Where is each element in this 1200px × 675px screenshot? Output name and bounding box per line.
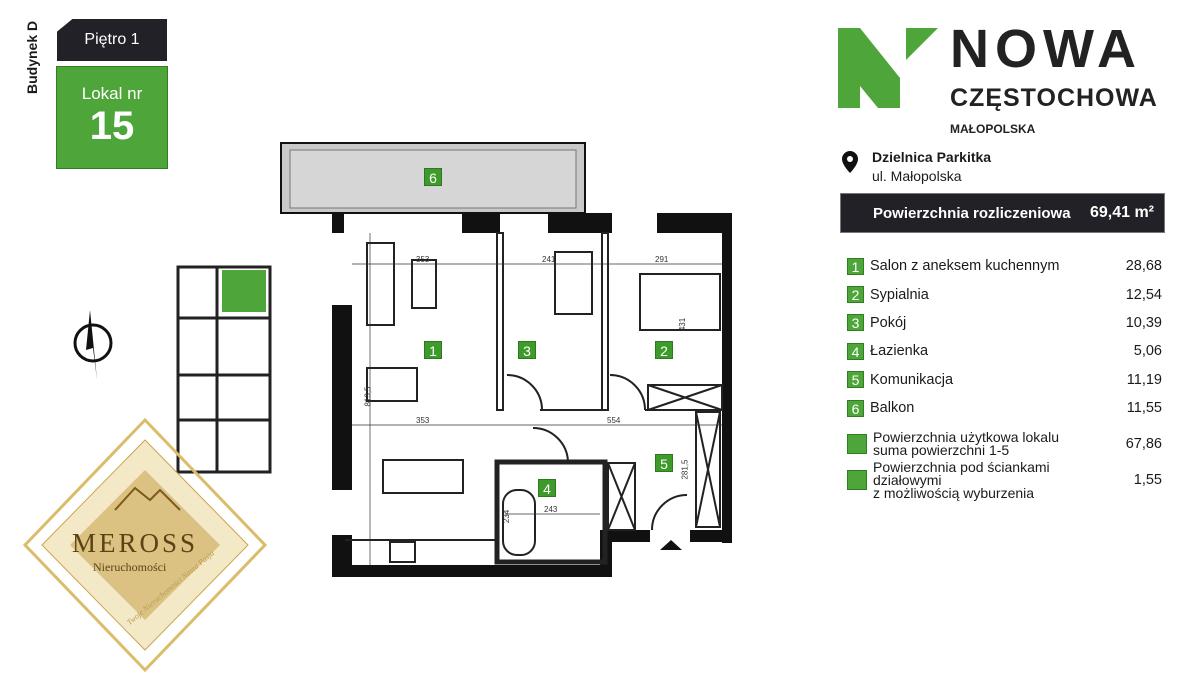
dimension-label: 353 — [416, 416, 430, 425]
summary-marker — [847, 434, 867, 455]
dimension-label: 241 — [542, 255, 556, 264]
summary-line2: suma powierzchni 1-5 — [873, 442, 1010, 459]
district: Dzielnica Parkitka — [872, 149, 992, 165]
dimension-label: 243 — [544, 505, 558, 514]
room-number: 4 — [847, 342, 864, 360]
dimension-label: 554 — [607, 416, 621, 425]
billing-area-bar: Powierzchnia rozliczeniowa 69,41 m² — [840, 193, 1165, 233]
room-marker-5: 5 — [655, 454, 673, 472]
partitions — [345, 232, 723, 565]
room-area: 11,55 — [1126, 400, 1162, 417]
room-number: 3 — [847, 314, 864, 332]
billing-area-value: 69,41 m² — [1089, 204, 1154, 221]
floor-badge: Piętro 1 — [57, 19, 167, 61]
brand-name: NOWA — [950, 19, 1142, 79]
room-marker-4: 4 — [538, 479, 556, 497]
room-marker-2: 2 — [655, 341, 673, 359]
room-marker-6: 6 — [424, 168, 442, 186]
entrance-arrow-icon — [660, 540, 682, 550]
billing-area-label: Powierzchnia rozliczeniowa — [873, 204, 1071, 222]
room-area: 5,06 — [1133, 343, 1162, 360]
summary-line2: z możliwością wyburzenia — [873, 484, 1035, 501]
room-name: Balkon — [870, 400, 915, 417]
compass-icon — [73, 310, 113, 380]
room-number: 6 — [847, 399, 864, 417]
room-name: Łazienka — [870, 343, 929, 360]
room-area: 28,68 — [1125, 258, 1162, 275]
summary-value: 67,86 — [1125, 435, 1162, 452]
unit-badge: Lokal nr 15 — [56, 66, 168, 169]
unit-label: Lokal nr — [81, 84, 143, 103]
room-marker-3: 3 — [518, 341, 536, 359]
room-row: 3 Pokój 10,39 — [847, 309, 1162, 337]
brand-logo-icon — [838, 28, 938, 108]
location-pin-icon — [842, 151, 858, 173]
summary-value: 1,55 — [1133, 471, 1162, 488]
site-plan — [22, 265, 272, 673]
room-list: 1 Salon z aneksem kuchennym 28,68 2 Sypialn… — [847, 252, 1162, 501]
dimension-label: 431 — [678, 317, 688, 332]
unit-highlight — [222, 270, 266, 312]
summary-line1: Powierzchnia pod ściankami działowymi — [873, 458, 1050, 488]
watermark-sub: Nieruchomości — [93, 560, 167, 574]
room-name: Salon z aneksem kuchennym — [870, 258, 1060, 275]
room-marker-1: 1 — [424, 341, 442, 359]
room-row: 6 Balkon 11,55 — [847, 394, 1162, 422]
dimension-label: 291 — [655, 255, 669, 264]
building-outline — [176, 265, 272, 474]
summary-line1: Powierzchnia użytkowa lokalu — [873, 429, 1059, 446]
unit-number: 15 — [89, 104, 135, 148]
room-number: 2 — [847, 286, 864, 304]
brand-city: CZĘSTOCHOWA — [950, 84, 1158, 112]
room-area: 10,39 — [1125, 314, 1162, 331]
walls — [332, 213, 732, 577]
summary-marker — [847, 470, 867, 491]
dimension-lines — [352, 233, 722, 565]
street: ul. Małopolska — [872, 168, 962, 184]
room-name: Sypialnia — [870, 286, 929, 303]
dimension-label: 813,5 — [363, 386, 373, 407]
dimension-label: 281,5 — [680, 459, 690, 480]
room-row: 1 Salon z aneksem kuchennym 28,68 — [847, 252, 1162, 280]
dimension-label: 234 — [502, 509, 512, 524]
room-row: 4 Łazienka 5,06 — [847, 337, 1162, 365]
room-number: 5 — [847, 371, 864, 389]
brand-region: MAŁOPOLSKA — [950, 122, 1036, 136]
watermark-name: MEROSS — [72, 528, 199, 558]
meross-watermark-logo — [22, 417, 268, 673]
room-number: 1 — [847, 257, 864, 275]
room-row: 5 Komunikacja 11,19 — [847, 366, 1162, 394]
room-name: Komunikacja — [870, 371, 954, 388]
room-area: 12,54 — [1125, 286, 1162, 303]
dimension-label: 353 — [416, 255, 430, 264]
room-area: 11,19 — [1126, 371, 1162, 388]
room-name: Pokój — [870, 314, 907, 331]
room-row: 2 Sypialnia 12,54 — [847, 280, 1162, 308]
